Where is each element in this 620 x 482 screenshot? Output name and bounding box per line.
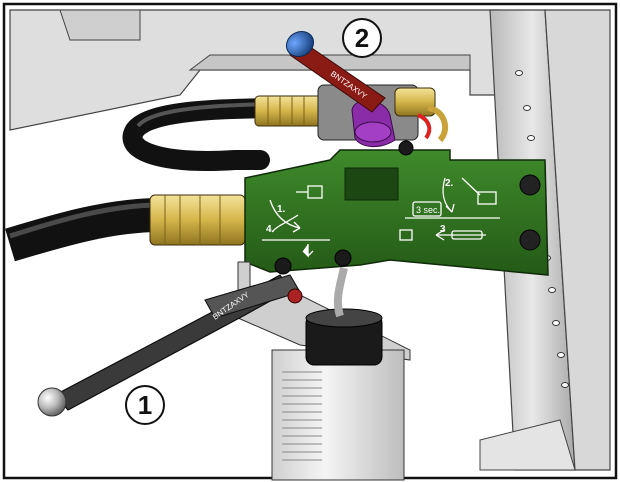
step-1-label: 1. <box>277 204 286 215</box>
callout-2: 2 <box>342 18 382 58</box>
hose-lower <box>5 198 161 262</box>
step-4-label: 4. <box>266 224 275 235</box>
panel-bolt <box>274 140 541 275</box>
panel-instructions-right <box>399 177 500 241</box>
step-2-label: 2. <box>445 178 454 189</box>
callout-1-number: 1 <box>137 389 153 420</box>
callout-2-number: 2 <box>354 22 370 53</box>
fluid-bottle <box>271 267 405 481</box>
step-3-label: 3 <box>440 224 446 235</box>
callout-1: 1 <box>125 385 165 425</box>
duration-label: 3 sec. <box>416 205 440 215</box>
panel-instructions-left <box>262 185 330 258</box>
valve-handle: BNTZAXVY <box>285 30 386 113</box>
brass-fitting-lower <box>149 194 246 246</box>
control-panel: 1. 4. 2. 3 sec. 3 <box>244 140 549 276</box>
